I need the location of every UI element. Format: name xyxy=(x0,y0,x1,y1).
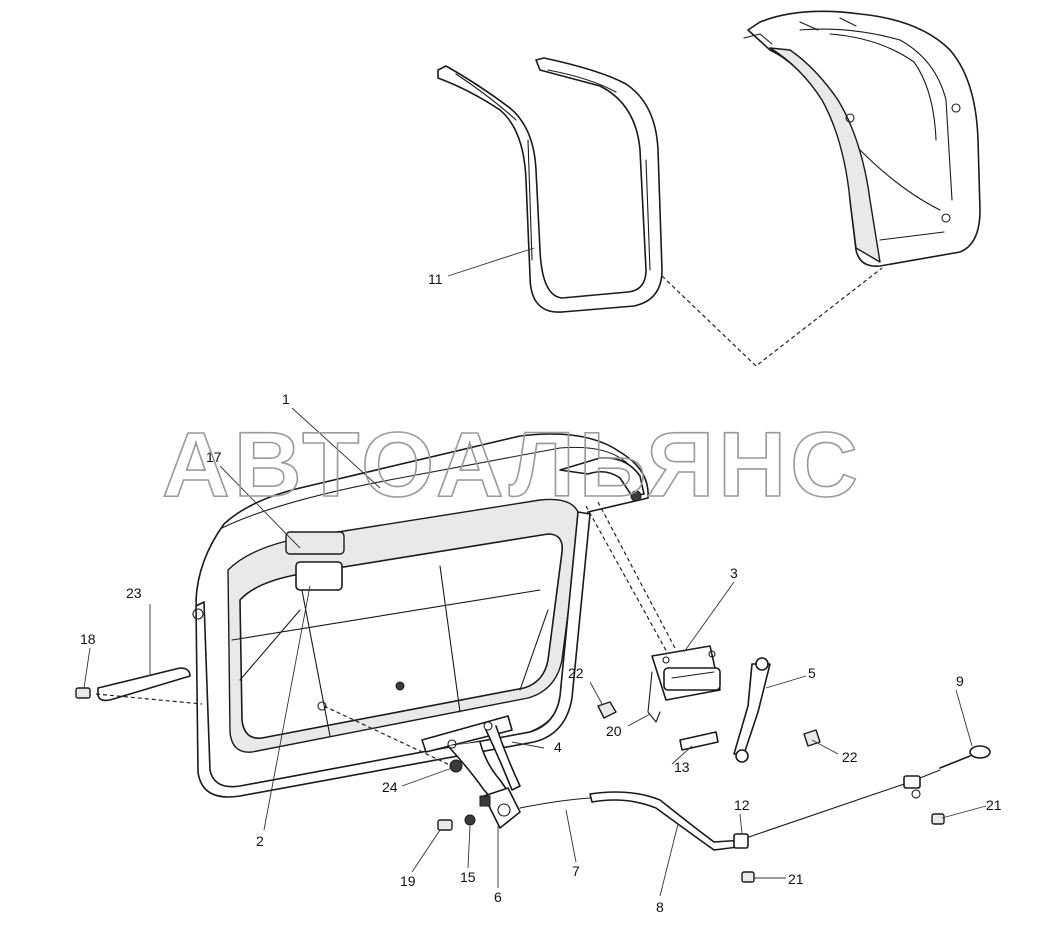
gas-strut-part xyxy=(733,657,771,763)
callout-8: 8 xyxy=(656,899,664,915)
fastener-22-left xyxy=(597,701,617,719)
callout-3: 3 xyxy=(730,565,738,581)
plate-link-dashed xyxy=(95,693,203,705)
callout-21-lower: 21 xyxy=(788,871,804,887)
watermark-text: АВТОАЛЬЯНС xyxy=(162,414,862,516)
callout-5: 5 xyxy=(808,665,816,681)
callout-13: 13 xyxy=(674,759,690,775)
fastener-19 xyxy=(437,819,453,831)
cable-part xyxy=(519,745,991,883)
callout-24: 24 xyxy=(382,779,398,795)
callout-22-left: 22 xyxy=(568,665,584,681)
nut-24 xyxy=(449,759,463,773)
storage-box-part xyxy=(192,433,649,798)
callout-9: 9 xyxy=(956,673,964,689)
hinge-part xyxy=(647,645,721,723)
callout-20: 20 xyxy=(606,723,622,739)
callout-19: 19 xyxy=(400,873,416,889)
callout-18: 18 xyxy=(80,631,96,647)
callout-labels: 1 2 3 4 5 6 7 8 9 11 12 13 15 17 18 19 2… xyxy=(80,271,1002,915)
plate-23 xyxy=(97,667,191,702)
assembly-link-dashed xyxy=(661,267,883,367)
lock-part xyxy=(479,787,521,829)
callout-6: 6 xyxy=(494,889,502,905)
callout-7: 7 xyxy=(572,863,580,879)
callout-4: 4 xyxy=(554,739,562,755)
hinge-link-dashed xyxy=(585,501,677,655)
callout-15: 15 xyxy=(460,869,476,885)
fastener-18 xyxy=(75,687,91,699)
callout-2: 2 xyxy=(256,833,264,849)
leader-lines xyxy=(83,247,987,897)
callout-17: 17 xyxy=(206,449,222,465)
callout-1: 1 xyxy=(282,391,290,407)
nut-link-dashed xyxy=(323,705,453,767)
washer-15 xyxy=(464,814,476,826)
fender-part xyxy=(743,10,981,267)
callout-22-right: 22 xyxy=(842,749,858,765)
callout-11: 11 xyxy=(428,271,443,287)
callout-23: 23 xyxy=(126,585,142,601)
fastener-13 xyxy=(679,731,719,751)
tube-frame-part xyxy=(437,57,663,313)
callout-12: 12 xyxy=(734,797,750,813)
fastener-22-right xyxy=(803,729,821,747)
callout-21-upper: 21 xyxy=(986,797,1002,813)
